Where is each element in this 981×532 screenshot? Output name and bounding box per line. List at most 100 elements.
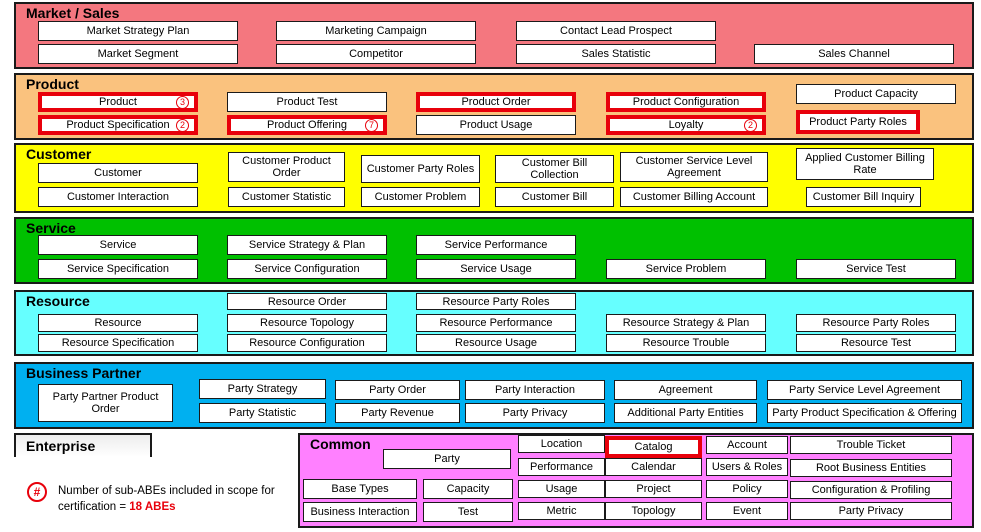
abe-box-service-configuration[interactable]: Service Configuration	[227, 259, 387, 279]
abe-box-party-statistic[interactable]: Party Statistic	[199, 403, 326, 423]
abe-box-product-specification[interactable]: Product Specification	[38, 115, 198, 135]
abe-box-service-test[interactable]: Service Test	[796, 259, 956, 279]
abe-box-product-test[interactable]: Product Test	[227, 92, 387, 112]
abe-box-resource-topology[interactable]: Resource Topology	[227, 314, 387, 332]
abe-box-party-partner-product-order[interactable]: Party Partner Product Order	[38, 384, 173, 422]
abe-box-competitor[interactable]: Competitor	[276, 44, 476, 64]
abe-box-root-business-entities[interactable]: Root Business Entities	[790, 459, 952, 477]
abe-box-service-strategy-and-plan[interactable]: Service Strategy & Plan	[227, 235, 387, 255]
abe-box-customer-statistic[interactable]: Customer Statistic	[228, 187, 345, 207]
abe-box-product-order[interactable]: Product Order	[416, 92, 576, 112]
abe-box-party-privacy[interactable]: Party Privacy	[790, 502, 952, 520]
abe-box-configuration-and-profiling[interactable]: Configuration & Profiling	[790, 481, 952, 499]
abe-box-resource-configuration[interactable]: Resource Configuration	[227, 334, 387, 352]
abe-box-service-problem[interactable]: Service Problem	[606, 259, 766, 279]
abe-label: Party Strategy	[227, 383, 298, 395]
abe-box-customer-service-level-agreement[interactable]: Customer Service Level Agreement	[620, 152, 768, 182]
abe-box-agreement[interactable]: Agreement	[614, 380, 757, 400]
abe-label: Root Business Entities	[815, 462, 927, 474]
abe-box-resource-party-roles[interactable]: Resource Party Roles	[796, 314, 956, 332]
abe-box-service-specification[interactable]: Service Specification	[38, 259, 198, 279]
abe-label: Performance	[530, 461, 593, 473]
abe-box-product-capacity[interactable]: Product Capacity	[796, 84, 956, 104]
abe-box-resource-specification[interactable]: Resource Specification	[38, 334, 198, 352]
abe-box-calendar[interactable]: Calendar	[605, 458, 702, 476]
abe-box-party-revenue[interactable]: Party Revenue	[335, 403, 460, 423]
abe-box-contact-lead-prospect[interactable]: Contact Lead Prospect	[516, 21, 716, 41]
abe-label: Customer Party Roles	[366, 163, 475, 175]
abe-label: Customer Bill Inquiry	[812, 191, 915, 203]
abe-box-usage[interactable]: Usage	[518, 480, 605, 498]
abe-box-party-service-level-agreement[interactable]: Party Service Level Agreement	[767, 380, 962, 400]
abe-box-marketing-campaign[interactable]: Marketing Campaign	[276, 21, 476, 41]
abe-box-resource-party-roles[interactable]: Resource Party Roles	[416, 293, 576, 310]
abe-label: Product Offering	[267, 119, 347, 131]
abe-box-product-usage[interactable]: Product Usage	[416, 115, 576, 135]
abe-box-party[interactable]: Party	[383, 449, 511, 469]
abe-box-performance[interactable]: Performance	[518, 458, 605, 476]
abe-box-sales-statistic[interactable]: Sales Statistic	[516, 44, 716, 64]
abe-box-location[interactable]: Location	[518, 435, 605, 453]
abe-box-customer-product-order[interactable]: Customer Product Order	[228, 152, 345, 182]
abe-box-resource-trouble[interactable]: Resource Trouble	[606, 334, 766, 352]
abe-box-account[interactable]: Account	[706, 436, 788, 454]
abe-box-party-privacy[interactable]: Party Privacy	[465, 403, 605, 423]
abe-label: Customer Problem	[374, 191, 467, 203]
abe-box-product-party-roles[interactable]: Product Party Roles	[796, 110, 920, 134]
abe-box-product[interactable]: Product	[38, 92, 198, 112]
sub-abe-count-badge: 2	[176, 118, 189, 132]
abe-box-trouble-ticket[interactable]: Trouble Ticket	[790, 436, 952, 454]
abe-box-product-configuration[interactable]: Product Configuration	[606, 92, 766, 112]
abe-box-product-offering[interactable]: Product Offering	[227, 115, 387, 135]
abe-box-loyalty[interactable]: Loyalty	[606, 115, 766, 135]
abe-label: Product Order	[461, 96, 531, 108]
abe-box-resource-strategy-and-plan[interactable]: Resource Strategy & Plan	[606, 314, 766, 332]
abe-label: Market Strategy Plan	[86, 25, 190, 37]
abe-box-project[interactable]: Project	[605, 480, 702, 498]
abe-box-resource[interactable]: Resource	[38, 314, 198, 332]
abe-box-metric[interactable]: Metric	[518, 502, 605, 520]
abe-box-users-and-roles[interactable]: Users & Roles	[706, 458, 788, 476]
abe-box-customer[interactable]: Customer	[38, 163, 198, 183]
abe-box-base-types[interactable]: Base Types	[303, 479, 417, 499]
abe-box-party-interaction[interactable]: Party Interaction	[465, 380, 605, 400]
abe-box-service[interactable]: Service	[38, 235, 198, 255]
abe-label: Product Test	[276, 96, 338, 108]
abe-box-customer-billing-account[interactable]: Customer Billing Account	[620, 187, 768, 207]
abe-label: Party Interaction	[494, 384, 576, 396]
abe-label: Product Specification	[66, 119, 170, 131]
abe-label: Customer Statistic	[241, 191, 332, 203]
abe-box-business-interaction[interactable]: Business Interaction	[303, 502, 417, 522]
abe-box-market-segment[interactable]: Market Segment	[38, 44, 238, 64]
abe-box-customer-bill-collection[interactable]: Customer Bill Collection	[495, 155, 614, 183]
abe-box-sales-channel[interactable]: Sales Channel	[754, 44, 954, 64]
abe-box-resource-order[interactable]: Resource Order	[227, 293, 387, 310]
abe-label: Service Test	[846, 263, 906, 275]
abe-box-market-strategy-plan[interactable]: Market Strategy Plan	[38, 21, 238, 41]
abe-box-resource-test[interactable]: Resource Test	[796, 334, 956, 352]
abe-box-customer-interaction[interactable]: Customer Interaction	[38, 187, 198, 207]
abe-box-test[interactable]: Test	[423, 502, 513, 522]
abe-box-capacity[interactable]: Capacity	[423, 479, 513, 499]
abe-box-applied-customer-billing-rate[interactable]: Applied Customer Billing Rate	[796, 148, 934, 180]
domain-title: Service	[26, 220, 76, 236]
abe-label: Customer Interaction	[66, 191, 170, 203]
abe-box-customer-problem[interactable]: Customer Problem	[361, 187, 480, 207]
abe-box-party-product-specification-and-offering[interactable]: Party Product Specification & Offering	[767, 403, 962, 423]
abe-box-party-order[interactable]: Party Order	[335, 380, 460, 400]
abe-box-additional-party-entities[interactable]: Additional Party Entities	[614, 403, 757, 423]
abe-box-policy[interactable]: Policy	[706, 480, 788, 498]
abe-box-customer-party-roles[interactable]: Customer Party Roles	[361, 155, 480, 183]
abe-box-event[interactable]: Event	[706, 502, 788, 520]
abe-box-service-performance[interactable]: Service Performance	[416, 235, 576, 255]
abe-label: Product Capacity	[834, 88, 918, 100]
abe-box-party-strategy[interactable]: Party Strategy	[199, 379, 326, 399]
abe-box-resource-performance[interactable]: Resource Performance	[416, 314, 576, 332]
abe-box-resource-usage[interactable]: Resource Usage	[416, 334, 576, 352]
abe-box-customer-bill-inquiry[interactable]: Customer Bill Inquiry	[806, 187, 921, 207]
abe-label: Usage	[545, 483, 578, 495]
abe-box-customer-bill[interactable]: Customer Bill	[495, 187, 614, 207]
abe-box-service-usage[interactable]: Service Usage	[416, 259, 576, 279]
abe-box-topology[interactable]: Topology	[605, 502, 702, 520]
abe-box-catalog[interactable]: Catalog	[605, 436, 702, 458]
